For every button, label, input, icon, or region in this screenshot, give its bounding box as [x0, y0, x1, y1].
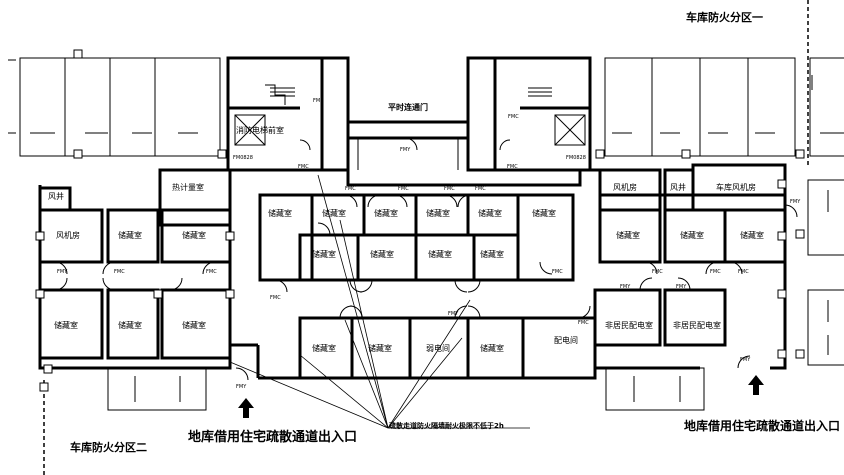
room-storage: 储藏室: [182, 321, 206, 330]
room-storage: 储藏室: [182, 231, 206, 240]
room-storage: 储藏室: [480, 250, 504, 259]
door-code: FMY: [236, 384, 247, 390]
room-storage: 储藏室: [428, 250, 452, 259]
door-code: FMC: [345, 186, 356, 192]
room-elevator-lobby: 消防电梯前室: [236, 126, 284, 135]
room-storage: 储藏室: [312, 344, 336, 353]
door-code: FMY: [400, 147, 411, 153]
entrance-left-label: 地库借用住宅疏散通道出入口: [188, 430, 358, 445]
room-fan-left: 风机房: [56, 231, 80, 240]
room-storage: 储藏室: [478, 209, 502, 218]
entrance-right-label: 地库借用住宅疏散通道出入口: [684, 419, 841, 433]
room-shaft-left: 风井: [48, 192, 64, 201]
columns: [35, 49, 805, 392]
door-code: FMY: [57, 269, 68, 275]
door-code: FMC: [578, 320, 589, 326]
corridor-walls: [38, 168, 787, 380]
room-storage: 储藏室: [118, 321, 142, 330]
door-swings: [54, 137, 798, 381]
door-code: FMC: [398, 186, 409, 192]
door-code: FM0828: [566, 155, 586, 161]
door-code: FMY: [790, 199, 801, 205]
room-storage: 储藏室: [370, 250, 394, 259]
room-storage: 储藏室: [374, 209, 398, 218]
bottom-bay-left: [107, 367, 207, 411]
room-storage: 储藏室: [680, 231, 704, 240]
door-code: FMC: [710, 269, 721, 275]
bottom-bay-right: [605, 367, 705, 411]
room-storage: 储藏室: [54, 321, 78, 330]
door-code: FMC: [444, 186, 455, 192]
door-code: FMC: [738, 269, 749, 275]
room-storage: 储藏室: [312, 250, 336, 259]
room-storage: 储藏室: [616, 231, 640, 240]
door-code: FMC: [313, 98, 324, 104]
parking-bays-right: [604, 57, 844, 157]
left-core: [226, 56, 350, 172]
door-code: FMY: [740, 357, 751, 363]
room-storage: 储藏室: [426, 209, 450, 218]
parking-bays-left: [8, 57, 221, 157]
right-rooms: [593, 163, 787, 347]
door-code: FMC: [270, 295, 281, 301]
parking-bays-edge: [807, 179, 844, 366]
zone-two-label: 车库防火分区二: [70, 441, 147, 454]
room-storage: 储藏室: [268, 209, 292, 218]
room-fan-right: 风机房: [613, 183, 637, 192]
left-rooms: [38, 168, 232, 360]
exit-arrow-left: [238, 398, 254, 418]
door-code: FMC: [298, 164, 309, 170]
room-nonres-power: 非居民配电室: [605, 321, 653, 330]
passage-door-label: 平时连通门: [388, 103, 428, 112]
door-code: FMC: [508, 114, 519, 120]
room-garage-fan: 车库风机房: [716, 183, 756, 192]
room-storage: 储藏室: [368, 344, 392, 353]
room-nonres-power: 非居民配电室: [673, 321, 721, 330]
note-leaders: [229, 174, 530, 429]
center-rooms: [258, 193, 597, 380]
room-power: 配电间: [554, 336, 578, 345]
door-code: FMC: [114, 269, 125, 275]
right-core: [466, 56, 592, 172]
door-code: FMC: [475, 186, 486, 192]
room-storage: 储藏室: [532, 209, 556, 218]
room-metering: 热计量室: [172, 183, 204, 192]
door-code: FMY: [620, 284, 631, 290]
room-weak-current: 弱电间: [426, 344, 450, 353]
zone-one-label: 车库防火分区一: [686, 11, 763, 24]
door-code: FMC: [652, 269, 663, 275]
room-storage: 储藏室: [322, 209, 346, 218]
room-storage: 储藏室: [118, 231, 142, 240]
room-storage: 储藏室: [740, 231, 764, 240]
door-code: FMC: [206, 269, 217, 275]
door-code: FMC: [552, 269, 563, 275]
room-shaft-right: 风井: [670, 183, 686, 192]
door-code: FMY: [448, 311, 459, 317]
door-code: FM0828: [233, 155, 253, 161]
door-code: FMC: [507, 164, 518, 170]
room-storage: 储藏室: [480, 344, 504, 353]
fire-wall-note: 疏散走道防火隔墙耐火极限不低于2h: [389, 422, 504, 430]
door-code: FMY: [676, 284, 687, 290]
exit-arrow-right: [748, 375, 764, 395]
